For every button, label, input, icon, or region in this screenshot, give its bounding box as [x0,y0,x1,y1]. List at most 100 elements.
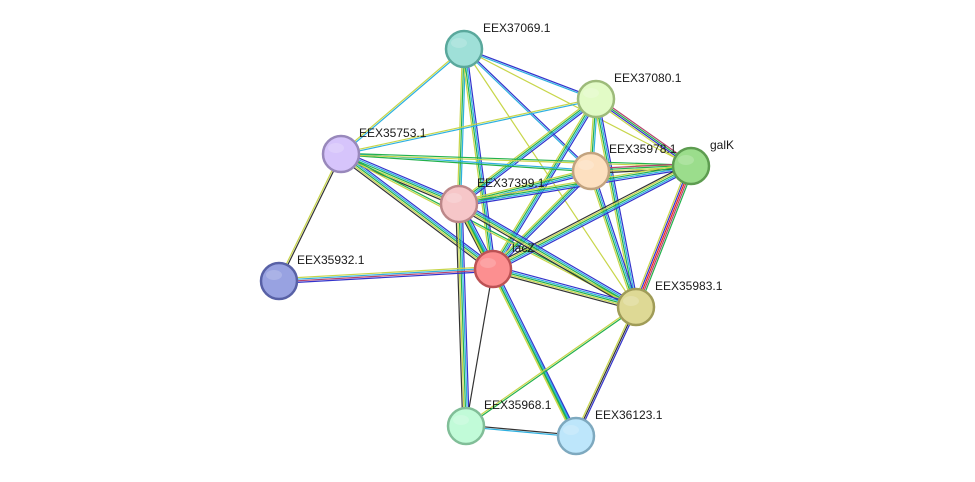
edge-evidence-line [463,48,692,167]
node-galk[interactable]: galK [671,138,734,186]
edge-evidence-line [458,164,692,204]
edge-galk-eex37399-1[interactable] [458,163,692,207]
edge-evidence-line [638,166,695,309]
edge-evidence-line [633,164,691,308]
edge-evidence-line [340,152,692,166]
edge-eex35753-1-eex35932-1[interactable] [277,153,343,282]
node-highlight [678,155,694,165]
node-label: lacZ [512,241,535,255]
node-eex37080-1[interactable]: EEX37080.1 [576,71,682,119]
edge-evidence-line [340,97,597,154]
edge-eex37080-1-galk[interactable] [594,96,693,169]
edge-evidence-line [457,97,597,204]
edge-evidence-line [455,203,464,427]
edge-lacz-eex35932-1[interactable] [278,266,494,284]
edge-eex37069-1-eex37080-1[interactable] [463,47,597,101]
node-circle[interactable] [446,406,486,446]
node-circle[interactable] [473,249,513,289]
edge-evidence-line [338,155,492,273]
edge-evidence-line [278,267,494,281]
node-label: EEX37069.1 [483,21,551,35]
edge-evidence-line [340,49,466,156]
edge-evidence-line [491,269,637,310]
edge-evidence-line [278,269,494,283]
edge-lacz-eex35968-1[interactable] [465,268,494,427]
edge-evidence-line [458,203,637,308]
edge-evidence-line [461,203,470,427]
node-eex37069-1[interactable]: EEX37069.1 [444,21,551,69]
edge-evidence-line [340,99,597,156]
edge-evidence-line [279,153,343,282]
edge-evidence-line [458,48,465,205]
edge-eex37399-1-eex35983-1[interactable] [456,200,639,311]
edge-evidence-line [636,165,694,309]
edge-eex35983-1-eex35968-1[interactable] [464,305,638,428]
node-eex35978-1[interactable]: EEX35978.1 [571,142,677,191]
node-eex35753-1[interactable]: EEX35753.1 [321,126,427,174]
node-eex35968-1[interactable]: EEX35968.1 [446,398,552,446]
edge-evidence-line [340,153,494,270]
edge-evidence-line [458,167,692,207]
node-circle[interactable] [439,184,479,224]
node-label: EEX37399.1 [477,176,545,190]
edge-eex37069-1-eex35753-1[interactable] [339,47,466,156]
node-label: EEX35968.1 [484,398,552,412]
edge-eex37069-1-eex35983-1[interactable] [463,48,637,308]
node-eex36123-1[interactable]: EEX36123.1 [556,408,663,456]
node-circle[interactable] [444,29,484,69]
edge-eex37080-1-eex35753-1[interactable] [340,97,597,156]
node-circle[interactable] [671,146,711,186]
node-circle[interactable] [321,134,361,174]
edge-evidence-line [494,267,579,436]
node-eex35983-1[interactable]: EEX35983.1 [616,279,723,327]
node-highlight [266,270,282,280]
node-highlight [623,296,639,306]
edge-evidence-line [339,47,465,154]
node-circle[interactable] [571,151,611,191]
node-circle[interactable] [259,261,299,301]
node-circle[interactable] [616,287,656,327]
edge-evidence-line [635,165,692,308]
edge-eex37399-1-eex35968-1[interactable] [455,203,470,427]
edge-evidence-line [494,172,594,272]
edge-evidence-line [340,154,692,168]
edge-evidence-line [594,99,692,168]
edge-eex35753-1-lacz[interactable] [338,150,496,273]
node-eex37399-1[interactable]: EEX37399.1 [439,176,545,224]
edge-evidence-line [588,171,635,309]
edge-evidence-line [493,168,694,273]
edge-galk-lacz[interactable] [490,162,694,273]
node-label: EEX37080.1 [614,71,682,85]
edge-evidence-line [456,48,464,205]
node-lacz[interactable]: lacZ [473,241,535,289]
edge-evidence-line [493,268,578,437]
edge-evidence-line [341,150,461,202]
edge-evidence-line [460,200,639,305]
node-circle[interactable] [556,416,596,456]
edge-evidence-line [492,268,637,308]
edge-eex35983-1-eex36123-1[interactable] [573,305,639,438]
edge-lacz-eex35983-1[interactable] [491,265,638,311]
edge-eex37069-1-galk[interactable] [463,48,692,167]
edge-eex37080-1-eex37399-1[interactable] [456,96,599,207]
node-highlight [446,193,462,203]
node-eex35932-1[interactable]: EEX35932.1 [259,253,365,301]
edge-evidence-line [456,96,596,203]
edge-evidence-line [458,203,467,427]
edge-evidence-line [589,170,636,308]
edge-evidence-line [458,163,692,203]
edge-eex35978-1-eex35983-1[interactable] [588,169,639,309]
node-highlight [328,143,344,153]
node-highlight [578,160,594,170]
edge-galk-eex35983-1[interactable] [632,164,695,309]
edge-evidence-line [576,307,639,438]
edge-eex35753-1-galk[interactable] [340,152,692,168]
edge-evidence-line [459,202,638,307]
node-circle[interactable] [576,79,616,119]
edge-evidence-line [594,100,691,169]
node-highlight [563,425,579,435]
edge-evidence-line [463,47,593,172]
edge-eex37069-1-eex35978-1[interactable] [462,47,593,173]
edge-lacz-eex36123-1[interactable] [490,267,579,438]
edge-evidence-line [492,165,692,270]
